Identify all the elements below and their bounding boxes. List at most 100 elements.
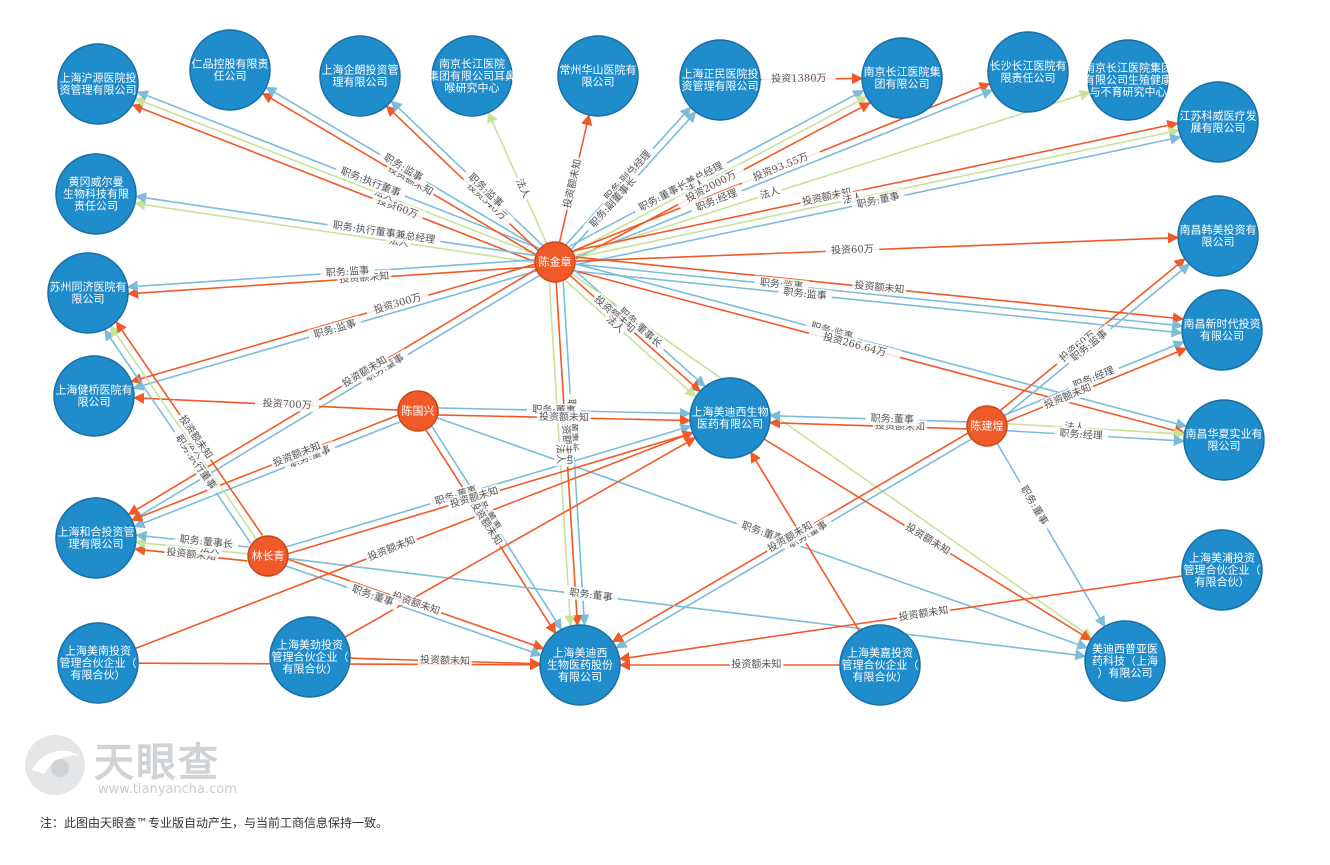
edge-label: 职务:董事 bbox=[350, 582, 395, 609]
company-circle[interactable] bbox=[861, 37, 943, 119]
company-circle[interactable] bbox=[557, 35, 639, 117]
company-circle[interactable] bbox=[1177, 195, 1259, 277]
edge-label-background bbox=[365, 288, 431, 319]
company-circle[interactable] bbox=[269, 616, 351, 698]
edge-label-background bbox=[358, 348, 412, 388]
edge-label: 投资300万 bbox=[372, 290, 423, 316]
company-circle[interactable] bbox=[57, 43, 139, 125]
company-name-line: 上海企朗投资管 bbox=[322, 63, 399, 77]
company-name-line: 有限合伙） bbox=[1195, 575, 1250, 589]
tianyancha-logo-icon bbox=[25, 735, 85, 795]
company-circle[interactable] bbox=[1084, 620, 1166, 702]
person-circle[interactable] bbox=[534, 241, 576, 283]
person-circle[interactable] bbox=[966, 405, 1008, 447]
company-circle[interactable] bbox=[987, 31, 1069, 113]
company-circle[interactable] bbox=[1087, 39, 1169, 121]
person-name: 陈金章 bbox=[539, 255, 572, 269]
edge-label-background bbox=[901, 519, 955, 559]
company-circle[interactable] bbox=[539, 624, 621, 706]
edge-label-background bbox=[777, 284, 833, 304]
company-circle[interactable] bbox=[55, 497, 137, 579]
edge-label-background bbox=[511, 174, 534, 203]
company-name-line: 理有限公司 bbox=[69, 537, 124, 551]
company-circle[interactable] bbox=[55, 153, 137, 235]
edge-position bbox=[996, 442, 1106, 628]
edge-label-background bbox=[536, 410, 592, 425]
edge-legal bbox=[1007, 422, 1186, 440]
company-circle[interactable] bbox=[679, 39, 761, 121]
company-name-line: 限公司 bbox=[1202, 236, 1235, 249]
person-node[interactable]: 陈金章 bbox=[534, 241, 576, 283]
company-circle[interactable] bbox=[1177, 81, 1259, 163]
company-name-line: 南昌华夏实业有 bbox=[1186, 427, 1263, 441]
edge-legal bbox=[564, 279, 697, 398]
edge-label-background bbox=[1064, 323, 1115, 368]
edge-label-background bbox=[175, 411, 217, 463]
company-circle[interactable] bbox=[53, 355, 135, 437]
edge-label-background bbox=[689, 184, 745, 217]
company-name-line: 南京长江医院集团 bbox=[1084, 61, 1172, 75]
company-circle[interactable] bbox=[189, 29, 271, 111]
edge-position bbox=[574, 88, 994, 259]
edge-label: 职务:监事 bbox=[312, 316, 357, 341]
company-name-line: 管理合伙企业（ bbox=[60, 656, 137, 670]
company-circle[interactable] bbox=[431, 35, 513, 117]
company-circle[interactable] bbox=[689, 377, 771, 459]
edge-label-background bbox=[807, 326, 902, 364]
edge-label-group: 职务:经理 bbox=[1053, 426, 1109, 443]
edge-label-background bbox=[781, 515, 835, 554]
company-name-line: 长沙长江医院有 bbox=[990, 59, 1067, 73]
person-circle[interactable] bbox=[397, 390, 439, 432]
person-node[interactable]: 陈建煌 bbox=[966, 405, 1008, 447]
edge-invest bbox=[126, 266, 536, 299]
edge-label-background bbox=[756, 183, 784, 204]
company-circle[interactable] bbox=[319, 35, 401, 117]
edge-label-background bbox=[428, 481, 484, 510]
edge-label-background bbox=[417, 653, 473, 668]
edge-label-background bbox=[269, 438, 325, 471]
company-name-line: 管理合伙企业（ bbox=[842, 658, 919, 672]
company-circle[interactable] bbox=[1181, 529, 1263, 611]
person-node[interactable]: 陈国兴 bbox=[397, 390, 439, 432]
company-name-line: 生物科技有限 bbox=[63, 187, 129, 201]
company-name-line: 有限合伙） bbox=[71, 668, 126, 682]
company-circle[interactable] bbox=[1183, 399, 1265, 481]
company-circle[interactable] bbox=[47, 252, 129, 334]
company-circle[interactable] bbox=[57, 622, 139, 704]
footer-note: 注：此图由天眼查™专业版自动产生，与当前工商信息保持一致。 bbox=[40, 816, 389, 830]
company-circle[interactable] bbox=[839, 624, 921, 706]
company-circle[interactable] bbox=[1181, 289, 1263, 371]
person-name: 陈建煌 bbox=[971, 419, 1004, 433]
edge-label-group: 职务:董事 bbox=[865, 411, 920, 427]
company-name-line: 上海和合投资管 bbox=[58, 525, 135, 539]
person-circle[interactable] bbox=[247, 535, 289, 577]
person-node[interactable]: 林长青 bbox=[247, 535, 289, 577]
company-name-line: 任公司 bbox=[214, 70, 247, 83]
edge-label-background bbox=[601, 311, 629, 338]
